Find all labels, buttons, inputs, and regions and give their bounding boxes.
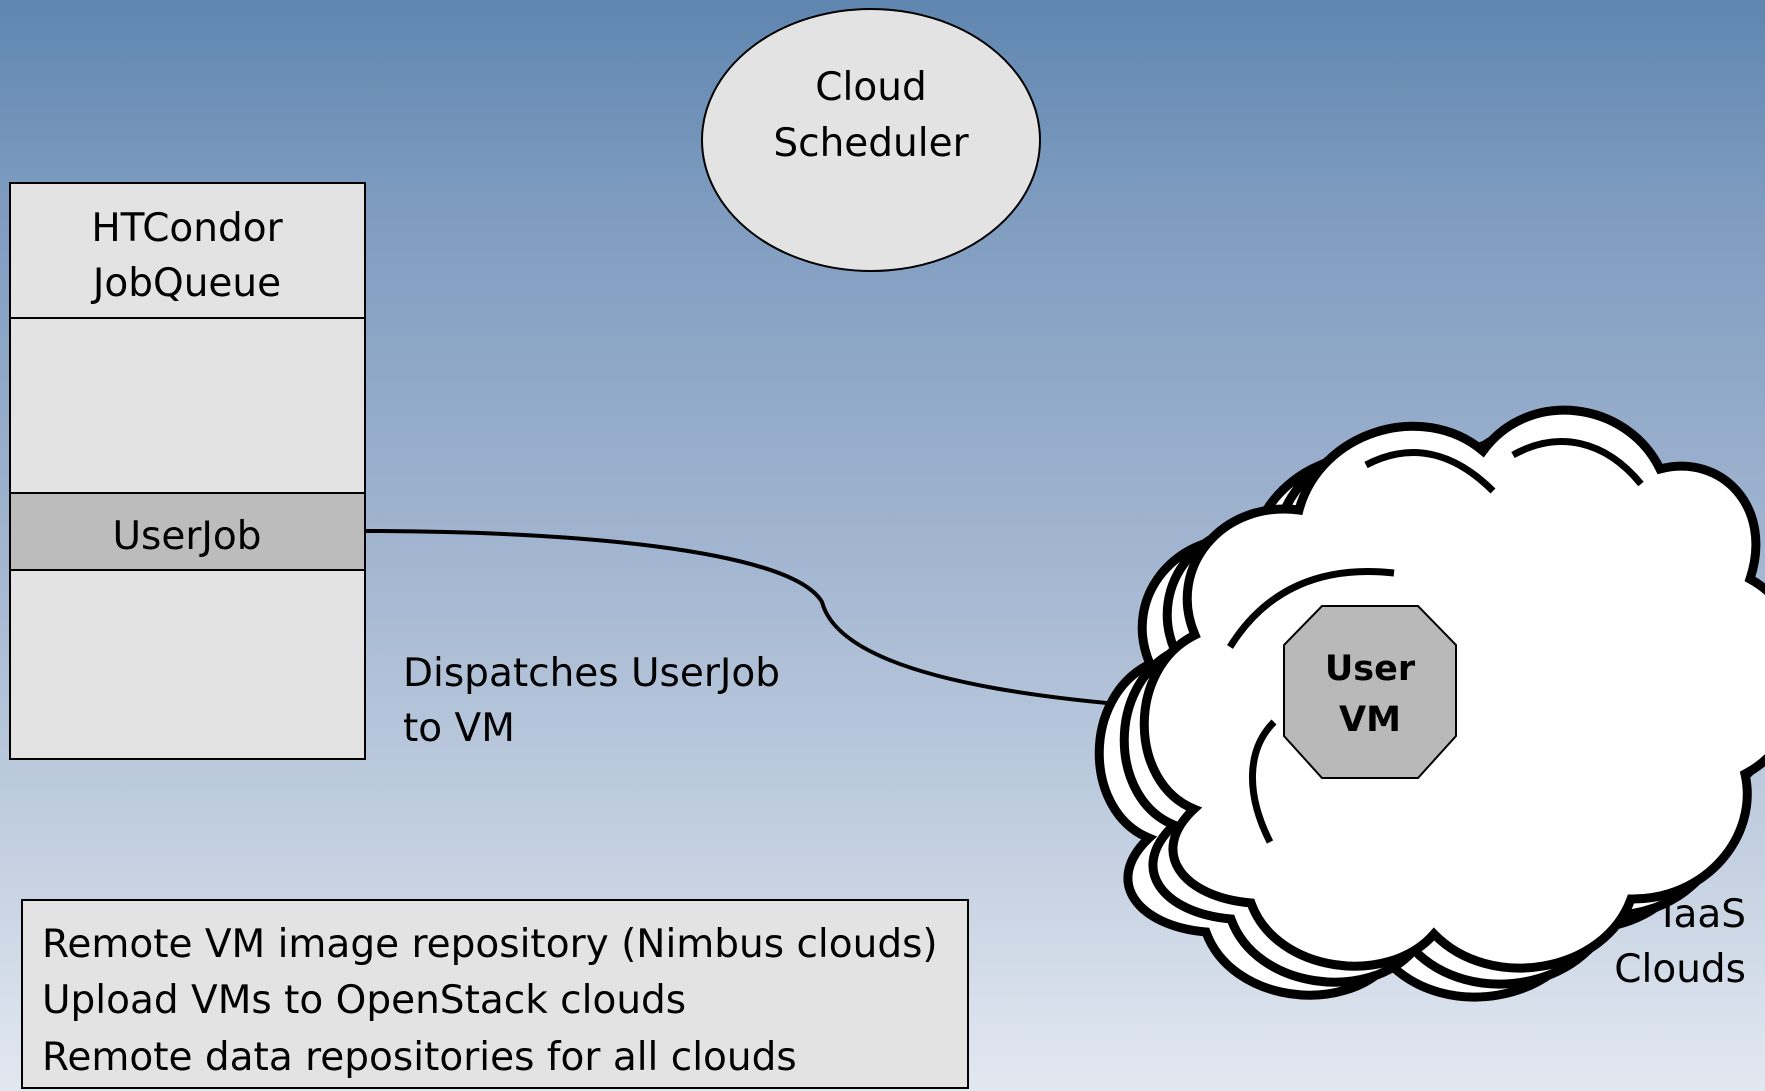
- job-queue: HTCondor JobQueue UserJob: [9, 182, 366, 760]
- user-vm-node: User VM: [1283, 605, 1457, 779]
- repository-note-line2: Upload VMs to OpenStack clouds: [42, 978, 686, 1023]
- userjob-slot: [9, 492, 366, 571]
- userjob-label: UserJob: [112, 514, 261, 559]
- cloud-scheduler-node: Cloud Scheduler: [701, 8, 1041, 272]
- dispatch-arrow: [364, 529, 1280, 714]
- repository-note-line1: Remote VM image repository (Nimbus cloud…: [42, 922, 938, 967]
- user-vm-label-line1: User: [1325, 649, 1416, 689]
- user-vm-label-line2: VM: [1339, 700, 1401, 740]
- repository-note-line3: Remote data repositories for all clouds: [42, 1035, 797, 1080]
- job-queue-title-line1: HTCondor: [91, 206, 283, 251]
- iaas-clouds-label-line2: Clouds: [1614, 947, 1746, 992]
- cloud-scheduler-label-line1: Cloud: [815, 65, 926, 110]
- dispatch-label-line1: Dispatches UserJob: [403, 651, 780, 696]
- repository-notes-box: Remote VM image repository (Nimbus cloud…: [21, 899, 969, 1089]
- cloud-scheduler-label-line2: Scheduler: [773, 121, 969, 166]
- dispatch-label-line2: to VM: [403, 706, 515, 751]
- iaas-clouds-label-line1: IaaS: [1662, 892, 1746, 937]
- job-queue-title-line2: JobQueue: [90, 261, 281, 306]
